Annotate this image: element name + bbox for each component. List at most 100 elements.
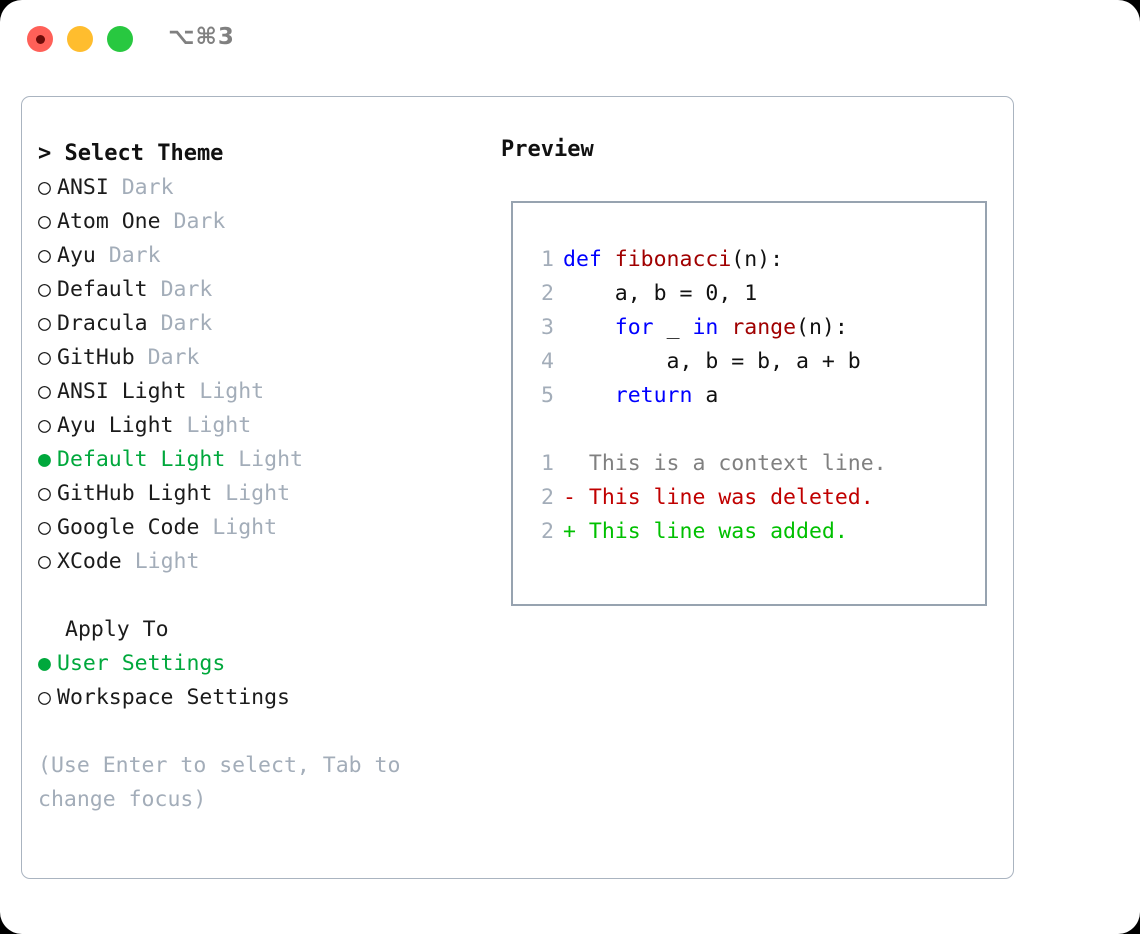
theme-list-item[interactable]: ○Default Dark — [38, 273, 488, 307]
theme-variant: Dark — [147, 345, 200, 370]
line-number: 2 — [541, 519, 554, 544]
theme-variant: Light — [225, 481, 291, 506]
theme-list-item[interactable]: ○Ayu Dark — [38, 239, 488, 273]
code-token: fibonacci — [614, 247, 732, 272]
theme-list-item[interactable]: ●Default Light Light — [38, 443, 488, 477]
theme-list-item[interactable]: ○Atom One Dark — [38, 205, 488, 239]
theme-name: Dracula — [57, 311, 148, 336]
code-line: 4 a, b = b, a + b — [528, 345, 979, 379]
help-spacer — [38, 715, 488, 749]
theme-variant: Light — [238, 447, 303, 472]
radio-unselected-icon: ○ — [38, 243, 51, 268]
code-token: in — [692, 315, 732, 340]
code-token: a, b = b, a + b — [563, 349, 861, 374]
code-token — [563, 315, 615, 340]
code-token: a, b = 0, 1 — [563, 281, 758, 306]
theme-list-item[interactable]: ○Google Code Light — [38, 511, 488, 545]
apply-to-list[interactable]: ●User Settings○Workspace Settings — [38, 647, 488, 715]
line-number: 5 — [541, 383, 554, 408]
theme-variant: Dark — [160, 277, 213, 302]
diff-text: - This line was deleted. — [563, 485, 874, 510]
theme-name: ANSI Light — [57, 379, 187, 404]
title-bar: ⌥⌘3 — [0, 0, 1140, 78]
theme-list-item[interactable]: ○ANSI Light Light — [38, 375, 488, 409]
theme-name: ANSI — [57, 175, 109, 200]
theme-list-item[interactable]: ○XCode Light — [38, 545, 488, 579]
line-number: 1 — [541, 451, 554, 476]
theme-name: Default — [57, 277, 148, 302]
line-number: 3 — [541, 315, 554, 340]
keyboard-shortcut-label: ⌥⌘3 — [168, 24, 235, 50]
code-token: return — [614, 383, 693, 408]
code-line: 3 for _ in range(n): — [528, 311, 979, 345]
code-token: range — [731, 315, 797, 340]
radio-unselected-icon: ○ — [38, 515, 51, 540]
line-number: 4 — [541, 349, 554, 374]
theme-name: Ayu Light — [57, 413, 174, 438]
radio-unselected-icon: ○ — [38, 481, 51, 506]
code-token: _ — [653, 315, 693, 340]
radio-unselected-icon: ○ — [38, 413, 51, 438]
line-number: 2 — [541, 485, 554, 510]
apply-to-option[interactable]: ○Workspace Settings — [38, 681, 488, 715]
maximize-button[interactable] — [107, 26, 133, 52]
apply-to-option[interactable]: ●User Settings — [38, 647, 488, 681]
code-line: 2 a, b = 0, 1 — [528, 277, 979, 311]
theme-name: Default Light — [57, 447, 226, 472]
apply-to-label: Workspace Settings — [57, 685, 290, 710]
theme-variant: Light — [212, 515, 278, 540]
radio-unselected-icon: ○ — [38, 549, 51, 574]
theme-list-item[interactable]: ○GitHub Light Light — [38, 477, 488, 511]
code-token: (n): — [731, 247, 784, 272]
radio-unselected-icon: ○ — [38, 685, 51, 710]
theme-variant: Light — [199, 379, 265, 404]
radio-unselected-icon: ○ — [38, 379, 51, 404]
theme-list-item[interactable]: ○ANSI Dark — [38, 171, 488, 205]
theme-list-item[interactable]: ○Ayu Light Light — [38, 409, 488, 443]
code-line: 1 def fibonacci(n): — [528, 243, 979, 277]
close-icon — [35, 34, 45, 44]
theme-name: Google Code — [57, 515, 200, 540]
theme-name: XCode — [57, 549, 122, 574]
theme-list-item[interactable]: ○GitHub Dark — [38, 341, 488, 375]
radio-selected-icon: ● — [38, 651, 51, 676]
theme-name: GitHub — [57, 345, 135, 370]
code-token — [563, 383, 615, 408]
code-token: def — [563, 247, 615, 272]
theme-variant: Dark — [121, 175, 174, 200]
diff-line: 2 + This line was added. — [528, 515, 979, 549]
apply-to-label: User Settings — [57, 651, 226, 676]
diff-text: This is a context line. — [563, 451, 887, 476]
radio-unselected-icon: ○ — [38, 175, 51, 200]
diff-sample: 1 This is a context line. 2 - This line wa… — [528, 447, 979, 549]
theme-name: Ayu — [57, 243, 96, 268]
help-text: (Use Enter to select, Tab to change focu… — [38, 753, 401, 812]
close-button[interactable] — [27, 26, 53, 52]
theme-list-item[interactable]: ○Dracula Dark — [38, 307, 488, 341]
diff-line: 1 This is a context line. — [528, 447, 979, 481]
theme-name: GitHub Light — [57, 481, 213, 506]
theme-variant: Dark — [173, 209, 226, 234]
theme-variant: Dark — [108, 243, 161, 268]
radio-unselected-icon: ○ — [38, 277, 51, 302]
apply-to-title: Apply To — [65, 617, 169, 642]
preview-title: Preview — [501, 137, 594, 162]
theme-name: Atom One — [57, 209, 161, 234]
theme-list[interactable]: ○ANSI Dark○Atom One Dark○Ayu Dark○Defaul… — [38, 171, 488, 579]
code-diff-spacer — [528, 413, 979, 447]
diff-text: + This line was added. — [563, 519, 848, 544]
radio-unselected-icon: ○ — [38, 209, 51, 234]
line-number: 1 — [541, 247, 554, 272]
code-token: for — [614, 315, 654, 340]
radio-unselected-icon: ○ — [38, 345, 51, 370]
minimize-button[interactable] — [67, 26, 93, 52]
line-number: 2 — [541, 281, 554, 306]
radio-selected-icon: ● — [38, 447, 51, 472]
diff-line: 2 - This line was deleted. — [528, 481, 979, 515]
section-spacer — [38, 579, 488, 613]
